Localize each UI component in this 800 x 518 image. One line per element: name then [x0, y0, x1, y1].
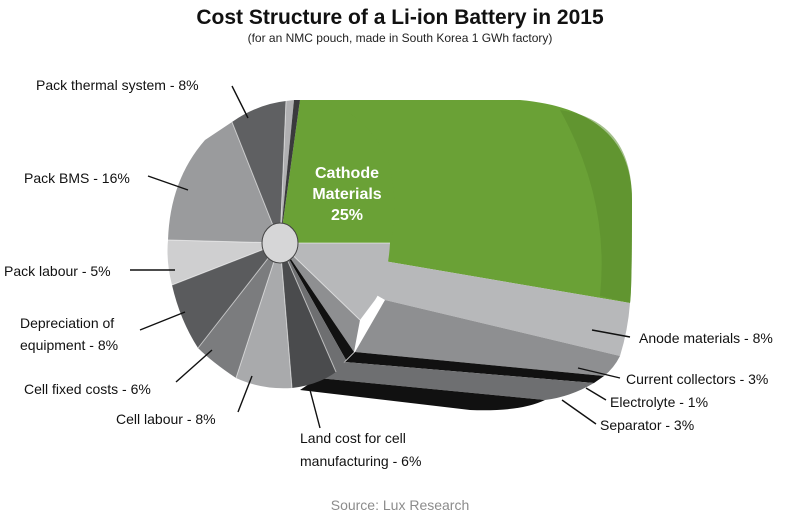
leader-separator	[561, 399, 597, 425]
slice-electrolyte	[280, 243, 354, 360]
label-current: Current collectors - 3%	[626, 371, 768, 387]
slice-cathode	[280, 100, 395, 243]
label-pack-bms: Pack BMS - 16%	[24, 170, 130, 186]
cathode-label-line1: Cathode	[315, 165, 379, 182]
chart-title: Cost Structure of a Li-ion Battery in 20…	[196, 6, 604, 29]
leader-pack-bms	[147, 175, 189, 191]
chart-subtitle: (for an NMC pouch, made in South Korea 1…	[248, 31, 553, 45]
leader-cell-fixed	[175, 349, 213, 383]
label-cell-labour: Cell labour - 8%	[116, 411, 216, 427]
leader-current	[577, 367, 621, 379]
cathode-center-label: Cathode Materials 25%	[312, 165, 381, 224]
label-pack-labour: Pack labour - 5%	[4, 263, 111, 279]
cathode-label-line2: Materials	[312, 186, 381, 203]
label-depreciation-line2: equipment - 8%	[20, 337, 118, 353]
cathode-extrusion-shade	[560, 110, 632, 303]
slice-cell-labour	[236, 243, 292, 389]
label-separator: Separator - 3%	[600, 417, 694, 433]
current-collectors-extrusion	[355, 300, 620, 376]
slice-current-collectors	[280, 243, 360, 352]
leader-cell-labour	[237, 375, 253, 413]
label-electrolyte: Electrolyte - 1%	[610, 394, 708, 410]
slice-land-cost	[280, 243, 336, 388]
bottom-band-extrusion	[300, 378, 545, 411]
leader-lines	[130, 85, 631, 429]
electrolyte-extrusion	[345, 352, 604, 383]
slice-pack-bms	[168, 122, 280, 243]
label-cell-fixed: Cell fixed costs - 6%	[24, 381, 151, 397]
slice-labels: Pack thermal system - 8% Pack BMS - 16% …	[4, 77, 773, 469]
label-anode: Anode materials - 8%	[639, 330, 773, 346]
slice-cell-fixed	[198, 243, 280, 378]
slice-pack-labour	[167, 240, 280, 285]
label-land-cost-line1: Land cost for cell	[300, 430, 406, 446]
leader-pack-thermal	[231, 85, 249, 119]
cylinder-hub	[261, 222, 299, 264]
leader-land-cost	[309, 389, 321, 429]
cathode-label-line3: 25%	[331, 207, 363, 224]
slice-thin-b	[280, 100, 300, 243]
source-credit: Source: Lux Research	[331, 497, 470, 513]
slice-pack-thermal	[232, 101, 286, 243]
label-depreciation-line1: Depreciation of	[20, 315, 114, 331]
slice-separator	[280, 243, 346, 372]
slice-anode	[280, 243, 390, 320]
label-land-cost-line2: manufacturing - 6%	[300, 453, 421, 469]
slice-depreciation	[172, 243, 280, 348]
leader-anode	[591, 329, 631, 338]
label-pack-thermal: Pack thermal system - 8%	[36, 77, 199, 93]
leader-depreciation	[139, 311, 186, 331]
pie-face	[167, 100, 395, 389]
separator-extrusion	[318, 362, 594, 400]
leader-electrolyte	[585, 387, 607, 401]
